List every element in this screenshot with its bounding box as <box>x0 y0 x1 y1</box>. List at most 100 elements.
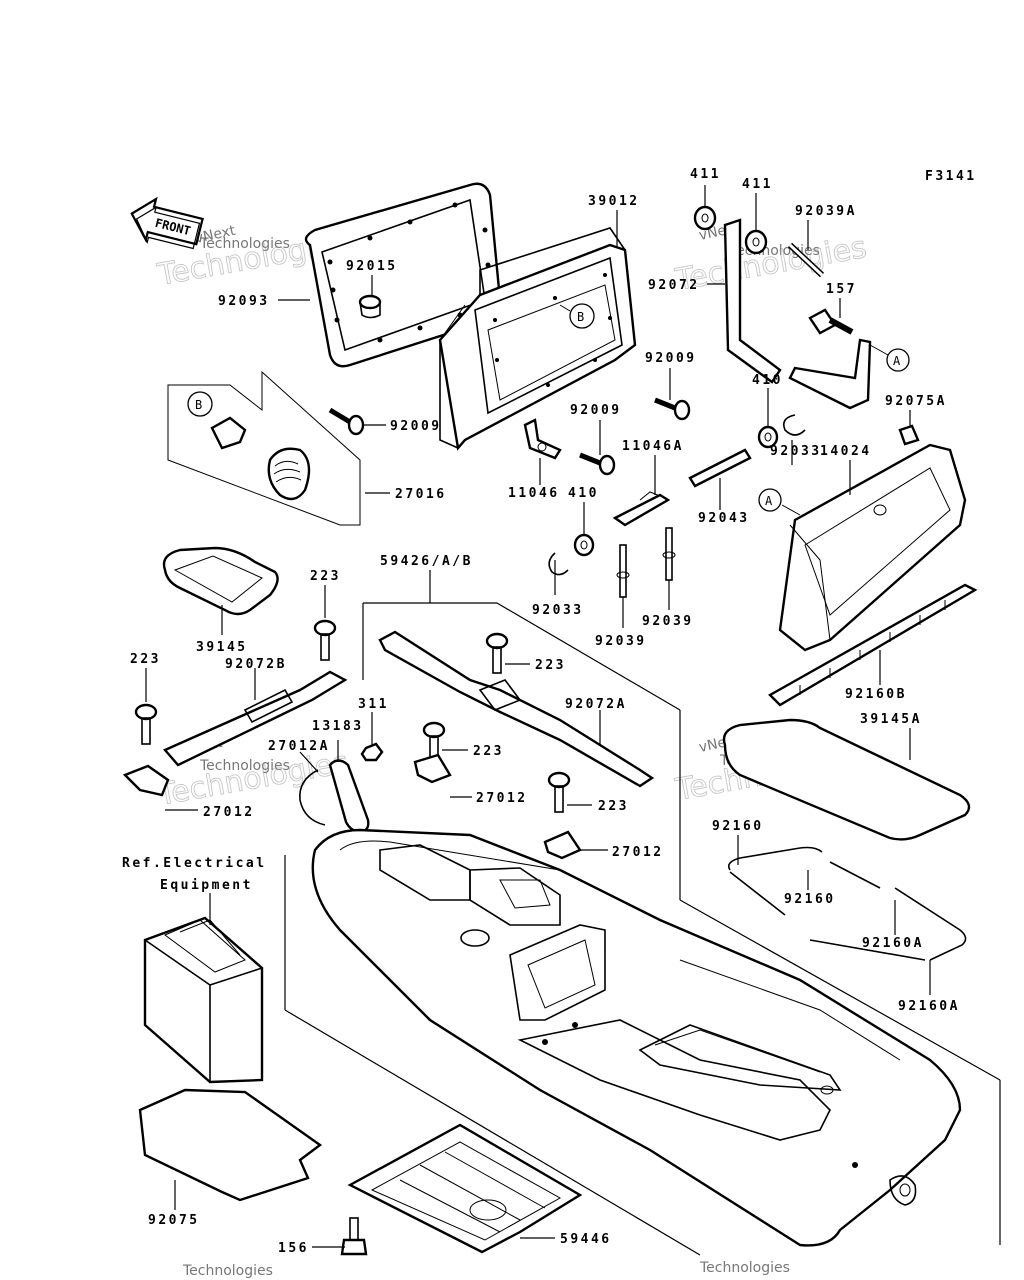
part-clip-27012-b <box>413 753 452 784</box>
part-seal-39145 <box>162 546 279 616</box>
part-bolt-223-e <box>547 771 571 813</box>
label-223-e: 223 <box>598 799 629 814</box>
label-92039A: 92039A <box>795 204 857 219</box>
label-411-b: 411 <box>742 177 773 192</box>
label-ref-electrical-1: Ref.Electrical <box>122 856 267 871</box>
label-14024: 14024 <box>820 444 872 459</box>
label-11046: 11046 <box>508 486 560 501</box>
part-bolt-223-c <box>485 632 509 674</box>
part-pin-92039-a <box>616 544 630 598</box>
label-27012-a: 27012 <box>203 805 255 820</box>
label-ref-electrical-2: Equipment <box>160 878 253 893</box>
label-39145A: 39145A <box>860 712 922 727</box>
part-seals-92160 <box>727 846 967 961</box>
part-box-39012 <box>438 227 637 451</box>
label-92075A: 92075A <box>885 394 947 409</box>
label-92015: 92015 <box>346 259 398 274</box>
part-bolt-92009-a <box>328 407 365 436</box>
watermark-3b: Technologies <box>199 758 290 774</box>
label-92160A-a: 92160A <box>862 936 924 951</box>
label-92160B: 92160B <box>845 687 907 702</box>
callout-a-strap: A <box>869 344 910 372</box>
label-223-c: 223 <box>535 658 566 673</box>
label-92039-a: 92039 <box>595 634 647 649</box>
part-clip-27012-c <box>543 830 582 860</box>
label-410-b: 410 <box>568 486 599 501</box>
part-grommet-92015 <box>358 294 382 319</box>
part-clip-11046A <box>612 491 671 527</box>
label-92043: 92043 <box>698 511 750 526</box>
part-lid-14024 <box>778 443 967 652</box>
watermark-5a: Technologies <box>182 1263 273 1279</box>
watermark-6a: Technologies <box>699 1260 790 1276</box>
part-bolt-156 <box>340 1217 368 1256</box>
label-92039-b: 92039 <box>642 614 694 629</box>
part-strap-92072 <box>723 218 872 410</box>
part-pin-92043 <box>688 448 752 488</box>
label-223-b: 223 <box>130 652 161 667</box>
label-39012: 39012 <box>588 194 640 209</box>
label-27012A: 27012A <box>268 739 330 754</box>
label-27012-b: 27012 <box>476 791 528 806</box>
part-rod-92039A <box>787 242 825 278</box>
label-157: 157 <box>826 282 857 297</box>
part-strap-92072A <box>378 630 655 788</box>
label-92160A-b: 92160A <box>898 999 960 1014</box>
svg-text:B: B <box>195 398 202 412</box>
part-bolt-92009-c <box>579 452 616 476</box>
part-strap-92072B <box>163 670 348 767</box>
callout-a-lid: A <box>758 488 801 516</box>
figure-code: F3141 <box>925 169 977 184</box>
part-cap-92075A <box>898 424 920 446</box>
label-11046A: 11046A <box>622 439 684 454</box>
label-410-a: 410 <box>752 373 783 388</box>
callout-b-box: B <box>559 303 595 329</box>
label-59446: 59446 <box>560 1232 612 1247</box>
label-92072A: 92072A <box>565 697 627 712</box>
leader-lines <box>145 185 1001 1256</box>
part-lock-27016: B <box>167 370 361 526</box>
part-seal-39145A <box>722 718 971 841</box>
svg-text:B: B <box>577 310 584 324</box>
label-92093: 92093 <box>218 294 270 309</box>
svg-text:A: A <box>893 354 901 368</box>
part-bolt-223-b <box>134 703 158 745</box>
label-92072B: 92072B <box>225 657 287 672</box>
part-pad-92075 <box>138 1088 323 1202</box>
part-strip-92160B <box>768 583 978 707</box>
label-92160-b: 92160 <box>784 892 836 907</box>
part-grate-59446 <box>347 1123 583 1254</box>
part-washer-411-b <box>744 229 768 255</box>
label-311: 311 <box>358 697 389 712</box>
label-13183: 13183 <box>312 719 364 734</box>
part-eclip-92033-b <box>548 552 569 576</box>
part-bracket-11046 <box>523 418 562 460</box>
part-pin-92039-b <box>662 527 676 581</box>
label-156: 156 <box>278 1241 309 1256</box>
part-hull-59426 <box>311 828 962 1247</box>
label-27012-c: 27012 <box>612 845 664 860</box>
label-92033-b: 92033 <box>532 603 584 618</box>
part-nut-311 <box>360 742 384 762</box>
label-92075: 92075 <box>148 1213 200 1228</box>
label-92009-a: 92009 <box>645 351 697 366</box>
part-bolt-157 <box>808 308 854 335</box>
label-92072: 92072 <box>648 278 700 293</box>
label-92009-b: 92009 <box>390 419 442 434</box>
part-ubolt-27012A <box>299 769 326 826</box>
part-bolt-92009-b <box>654 397 691 421</box>
part-bolt-223-a <box>313 619 337 661</box>
part-labels: 411 411 92039A 39012 92015 92093 92072 1… <box>122 167 960 1256</box>
battery-icon <box>143 916 264 1084</box>
watermark-1b: Technologies <box>199 236 290 252</box>
label-223-d: 223 <box>473 744 504 759</box>
label-92033-a: 92033 <box>770 444 822 459</box>
label-27016: 27016 <box>395 487 447 502</box>
label-39145: 39145 <box>196 640 248 655</box>
front-arrow-icon: FRONT <box>130 196 204 250</box>
label-92009-c: 92009 <box>570 403 622 418</box>
label-411-a: 411 <box>690 167 721 182</box>
label-223-a: 223 <box>310 569 341 584</box>
part-clip-27012-a <box>122 764 170 797</box>
